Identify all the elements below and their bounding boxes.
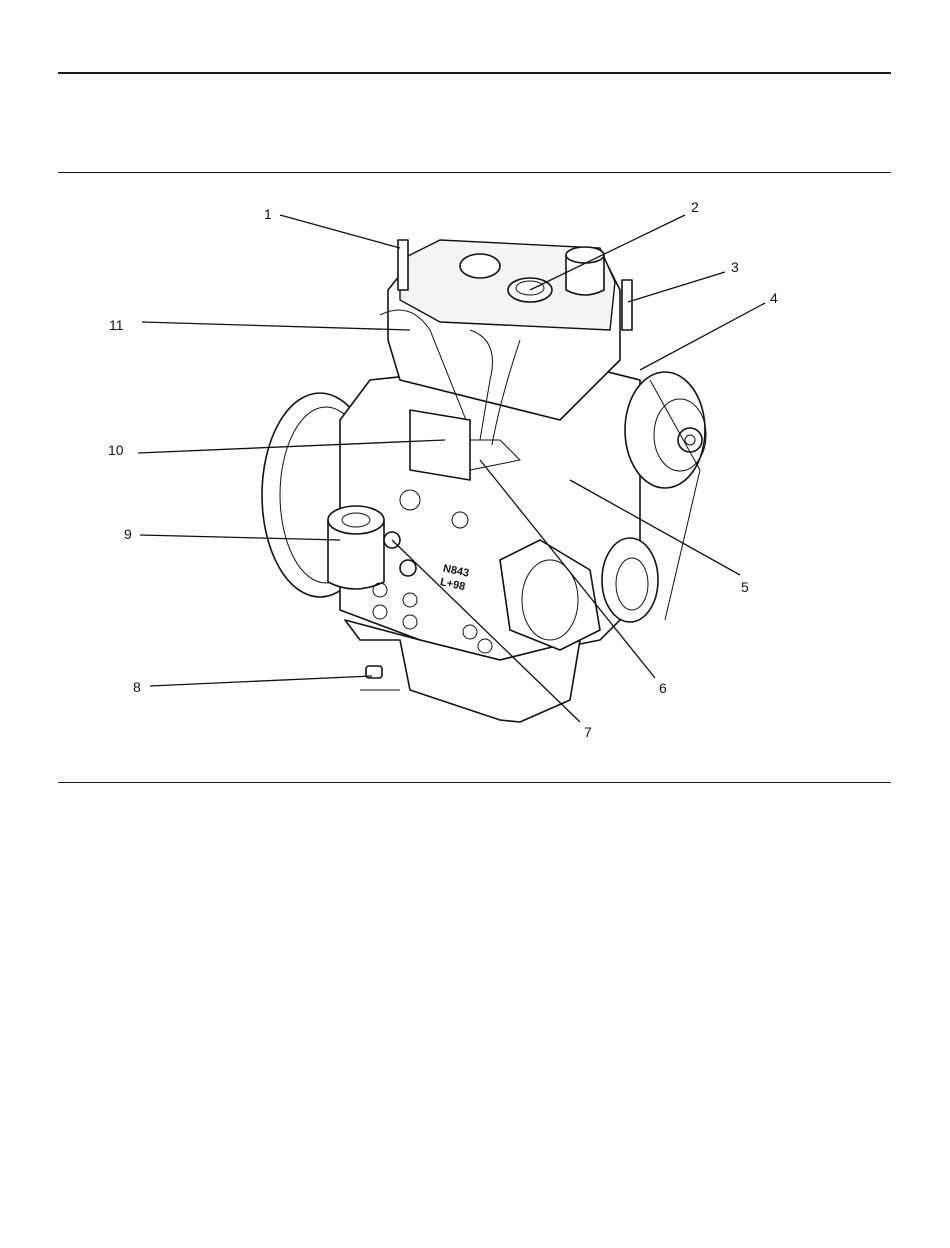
callout-11: 11 [109,317,124,333]
callout-5: 5 [741,579,749,595]
callout-1: 1 [264,206,272,222]
leader-11 [142,322,410,330]
leader-8 [150,676,372,686]
leader-1 [280,215,400,248]
callout-4: 4 [770,290,778,306]
callout-10: 10 [108,442,124,458]
callout-3: 3 [731,259,739,275]
callout-7: 7 [584,724,592,740]
engine-drawing [262,240,706,722]
callout-6: 6 [659,680,667,696]
callout-2: 2 [691,199,699,215]
leader-4 [640,303,765,370]
leader-3 [628,272,725,302]
callout-8: 8 [133,679,141,695]
callout-9: 9 [124,526,132,542]
